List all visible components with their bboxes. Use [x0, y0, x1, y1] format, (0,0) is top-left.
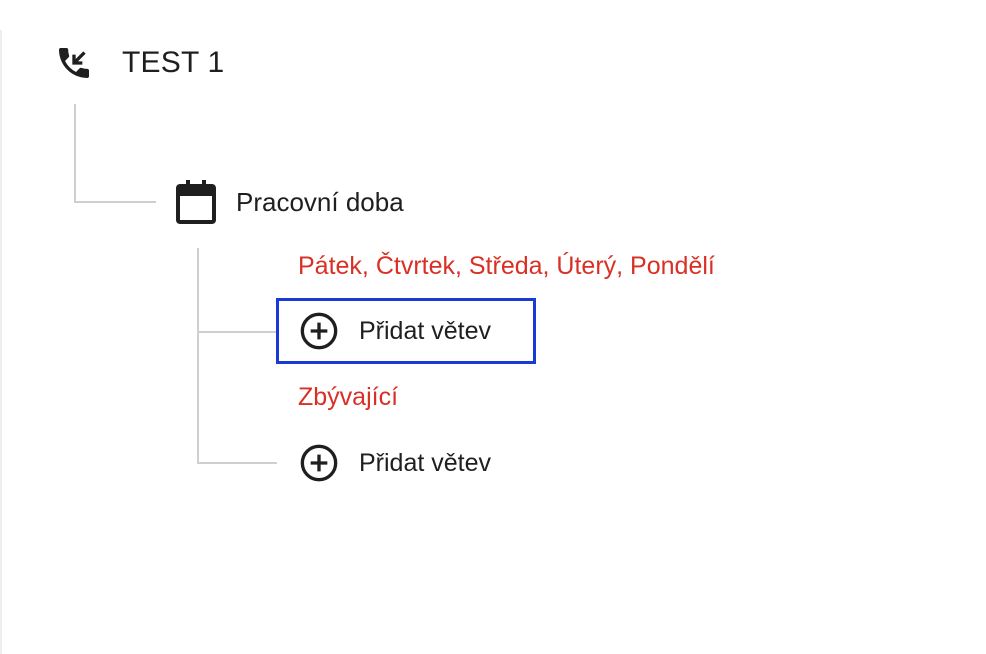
- add-circle-icon: [300, 312, 338, 350]
- schedule-node[interactable]: Pracovní doba: [174, 178, 404, 226]
- incoming-call-icon: [59, 48, 89, 78]
- connector-line: [197, 462, 277, 464]
- branch-label-weekdays: Pátek, Čtvrtek, Středa, Úterý, Pondělí: [298, 252, 715, 280]
- add-branch-button[interactable]: Přidat větev: [276, 298, 536, 364]
- panel-divider: [0, 30, 2, 654]
- add-circle-icon: [300, 444, 338, 482]
- add-branch-button[interactable]: Přidat větev: [276, 430, 536, 496]
- connector-line: [74, 201, 156, 203]
- root-title: TEST 1: [122, 46, 225, 79]
- connector-line: [197, 248, 199, 464]
- schedule-title: Pracovní doba: [236, 186, 404, 217]
- branch-label-remaining: Zbývající: [298, 383, 399, 411]
- root-node[interactable]: TEST 1: [54, 40, 224, 86]
- add-branch-label: Přidat větev: [359, 448, 492, 477]
- add-branch-label: Přidat větev: [359, 316, 492, 345]
- connector-line: [197, 331, 277, 333]
- calendar-icon: [176, 180, 216, 224]
- connector-line: [74, 104, 76, 202]
